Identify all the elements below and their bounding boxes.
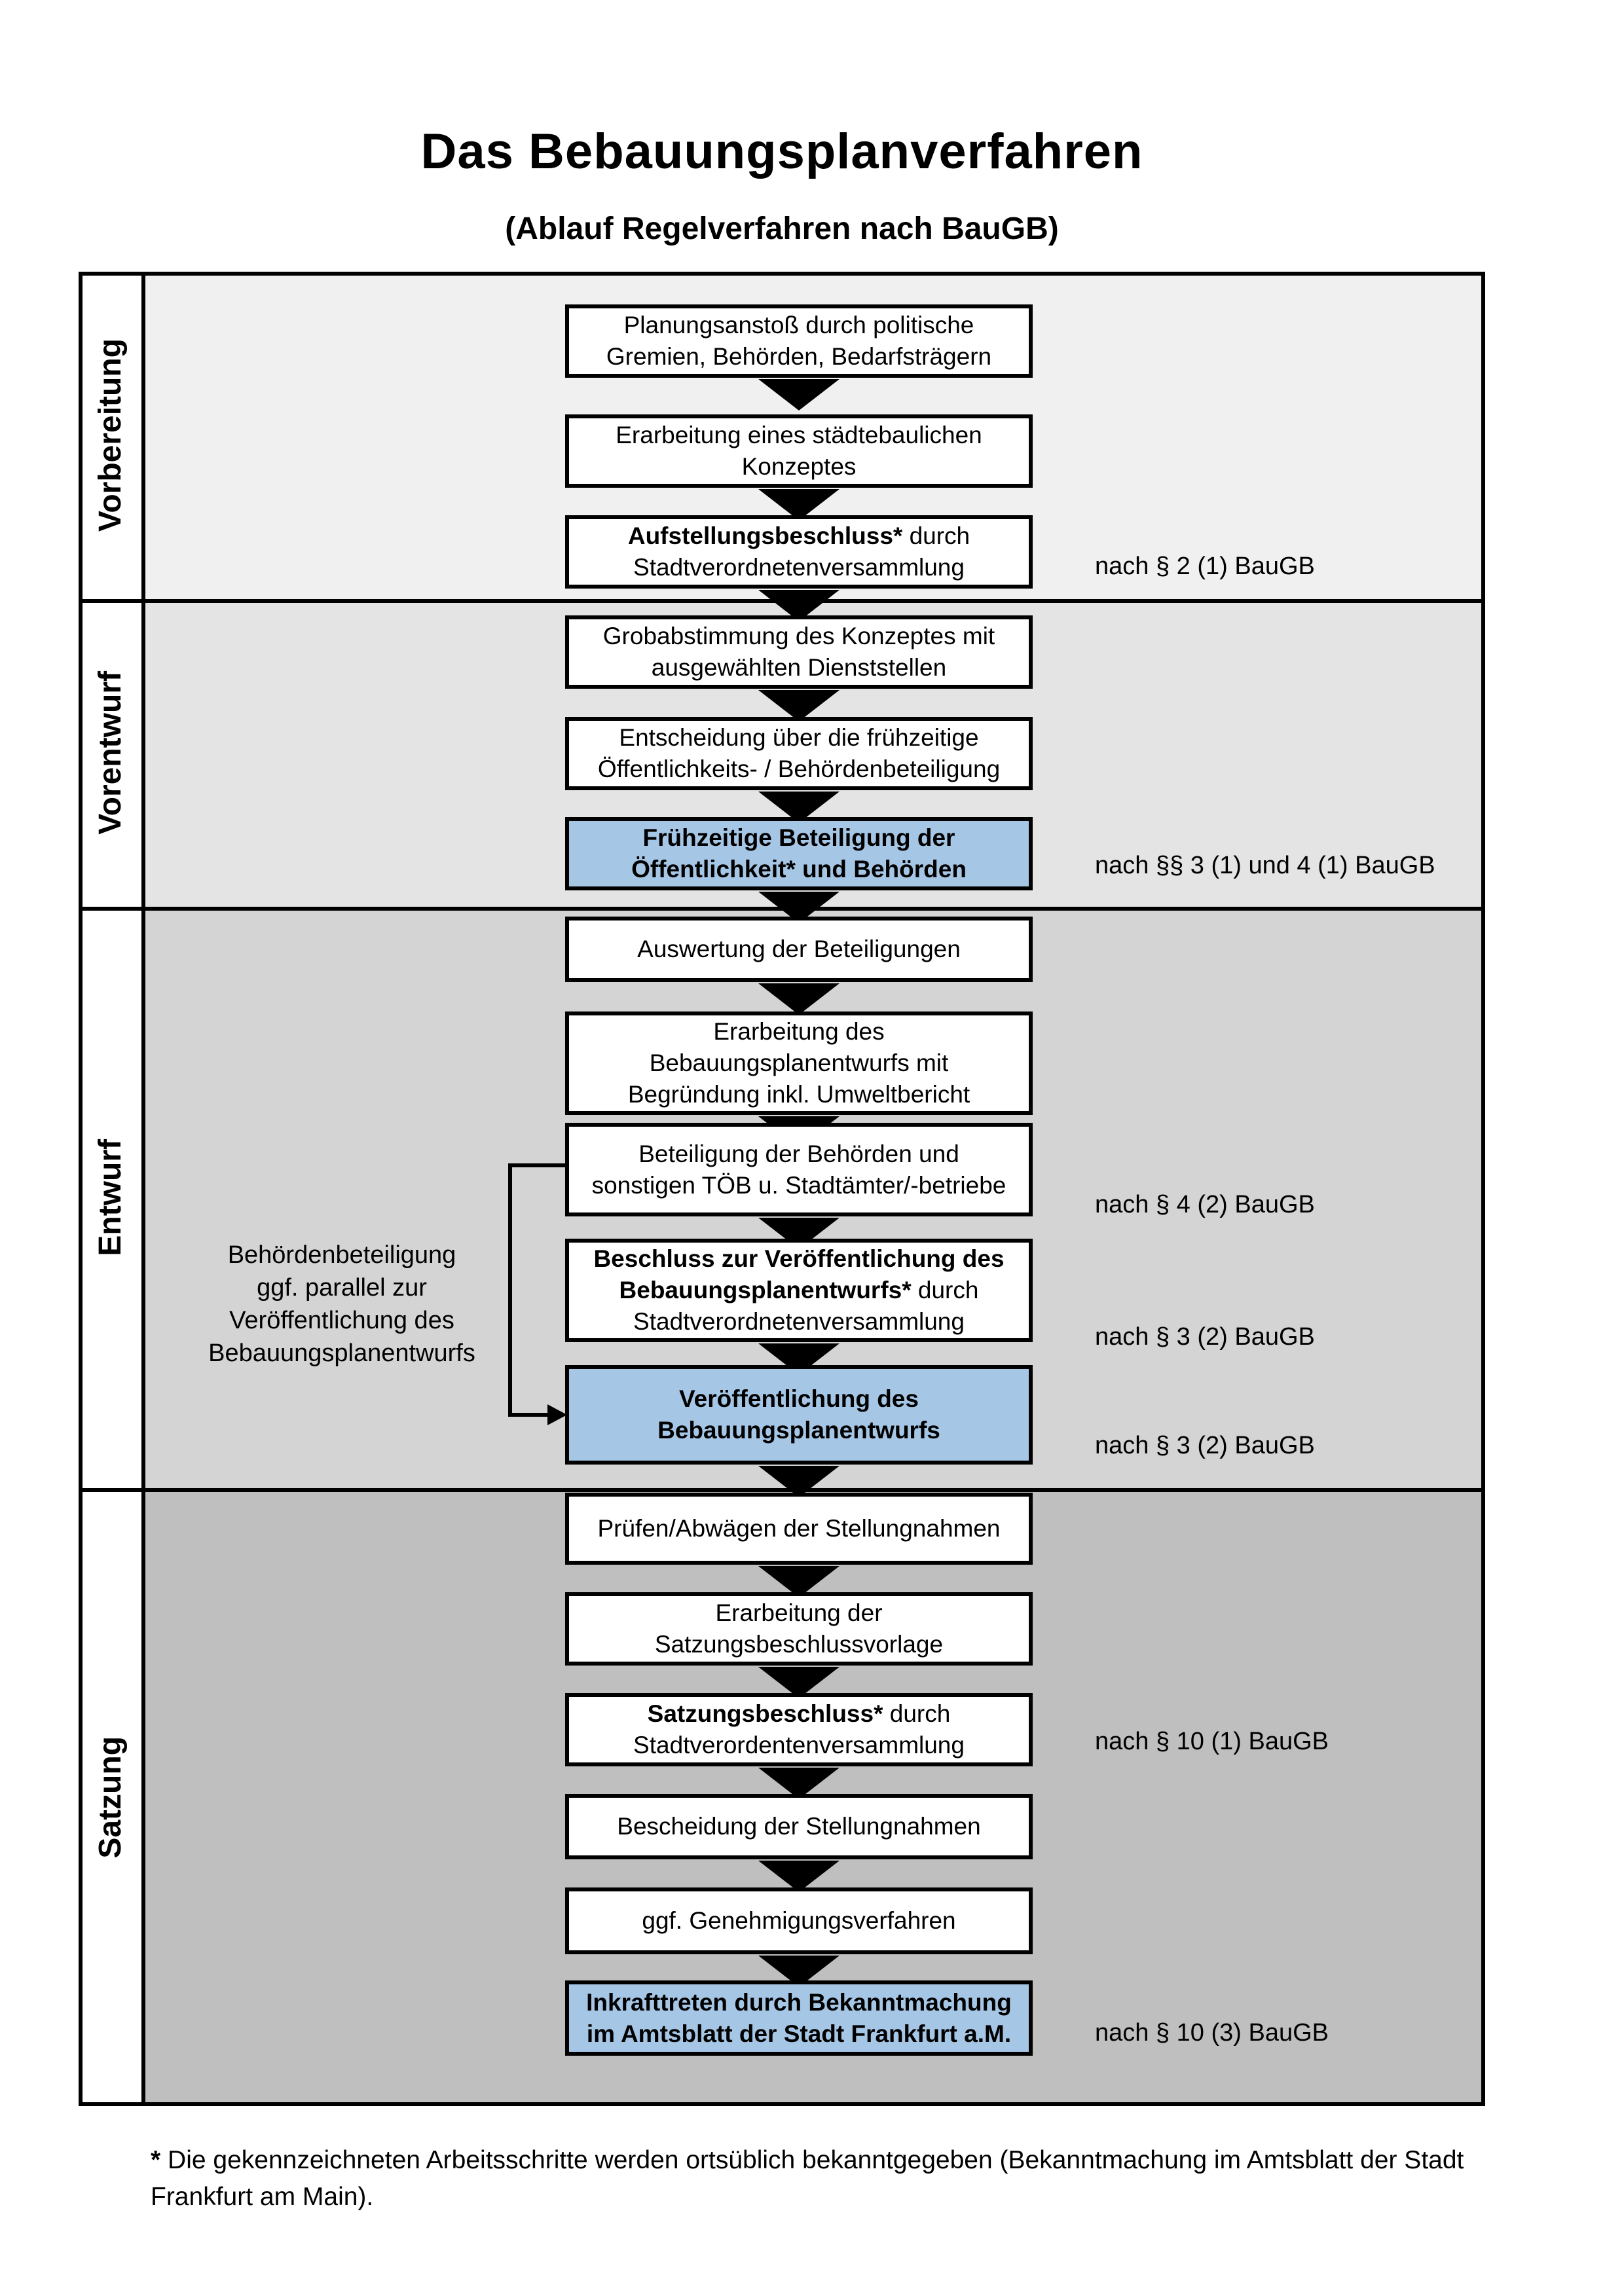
footnote-marker: * bbox=[151, 2146, 161, 2174]
box-entscheidung-beteiligung: Entscheidung über die frühzeitige Öffent… bbox=[565, 717, 1033, 790]
box-satzungsbeschluss: Satzungsbeschluss* durch Stadtverordente… bbox=[565, 1693, 1033, 1766]
phase-cell-satzung bbox=[79, 1488, 141, 2106]
box-erarbeitung-konzept: Erarbeitung eines städtebaulichen Konzep… bbox=[565, 414, 1033, 488]
phase-label-satzung: Satzung bbox=[79, 1488, 141, 2106]
law-reference: nach § 3 (2) BauGB bbox=[1095, 1323, 1315, 1351]
box-text: Veröffentlichung des Bebauungsplanentwur… bbox=[657, 1385, 940, 1444]
box-beschluss-veroeffentlichung: Beschluss zur Veröffentlichung des Bebau… bbox=[565, 1239, 1033, 1342]
box-erarbeitung-bebauungsplanentwurf: Erarbeitung des Bebauungsplanentwurfs mi… bbox=[565, 1011, 1033, 1115]
box-erarbeitung-satzungsbeschlussvorlage: Erarbeitung der Satzungsbeschlussvorlage bbox=[565, 1592, 1033, 1666]
box-text: Frühzeitige Beteiligung der Öffentlichke… bbox=[631, 824, 967, 883]
phase-cell-entwurf bbox=[79, 907, 141, 1488]
parallel-annotation: Behördenbeteiligung ggf. parallel zur Ve… bbox=[208, 1241, 475, 1367]
phase-label-entwurf: Entwurf bbox=[79, 907, 141, 1488]
law-reference: nach § 10 (1) BauGB bbox=[1095, 1728, 1329, 1755]
footnote-text: Die gekennzeichneten Arbeitsschritte wer… bbox=[151, 2146, 1464, 2211]
footnote: * Die gekennzeichneten Arbeitsschritte w… bbox=[151, 2142, 1506, 2215]
box-behoerdenbeteiligung-toeb: Beteiligung der Behörden und sonstigen T… bbox=[565, 1123, 1033, 1216]
box-text: Inkrafttreten durch Bekanntmachung im Am… bbox=[586, 1988, 1012, 2047]
box-aufstellungsbeschluss: Aufstellungsbeschluss* durch Stadtverord… bbox=[565, 515, 1033, 589]
label-column-divider bbox=[141, 272, 145, 2106]
box-text: ggf. Genehmigungsverfahren bbox=[642, 1907, 956, 1934]
box-text: Beteiligung der Behörden und sonstigen T… bbox=[591, 1140, 1006, 1199]
down-arrow-icon bbox=[758, 379, 840, 410]
box-text: Grobabstimmung des Konzeptes mit ausgewä… bbox=[602, 623, 995, 681]
down-arrow-icon bbox=[758, 1466, 840, 1497]
box-text: Planungsanstoß durch politische Gremien,… bbox=[606, 312, 992, 370]
phase-cell-vorbereitung bbox=[79, 272, 141, 599]
box-text: Erarbeitung eines städtebaulichen Konzep… bbox=[616, 422, 982, 480]
phase-label-vorbereitung: Vorbereitung bbox=[79, 272, 141, 599]
phase-label-text: Satzung bbox=[92, 1736, 128, 1859]
box-veroeffentlichung-entwurf: Veröffentlichung des Bebauungsplanentwur… bbox=[565, 1365, 1033, 1465]
box-auswertung-beteiligungen: Auswertung der Beteiligungen bbox=[565, 917, 1033, 982]
phase-label-text: Vorentwurf bbox=[92, 671, 128, 835]
phase-label-text: Entwurf bbox=[92, 1139, 128, 1256]
box-text: Prüfen/Abwägen der Stellungnahmen bbox=[597, 1515, 1001, 1542]
box-text: Beschluss zur Veröffentlichung des Bebau… bbox=[593, 1245, 1005, 1335]
law-reference: nach § 10 (3) BauGB bbox=[1095, 2019, 1329, 2047]
law-reference: nach §§ 3 (1) und 4 (1) BauGB bbox=[1095, 852, 1435, 879]
box-bescheidung-stellungnahmen: Bescheidung der Stellungnahmen bbox=[565, 1794, 1033, 1859]
box-text: Bescheidung der Stellungnahmen bbox=[617, 1813, 981, 1840]
box-planungsanstoss: Planungsanstoß durch politische Gremien,… bbox=[565, 304, 1033, 378]
law-reference: nach § 2 (1) BauGB bbox=[1095, 553, 1315, 580]
phase-cell-vorentwurf bbox=[79, 599, 141, 907]
box-text: Erarbeitung des Bebauungsplanentwurfs mi… bbox=[627, 1018, 970, 1108]
box-inkrafttreten: Inkrafttreten durch Bekanntmachung im Am… bbox=[565, 1980, 1033, 2056]
law-reference: nach § 4 (2) BauGB bbox=[1095, 1191, 1315, 1218]
box-pruefen-abwaegen: Prüfen/Abwägen der Stellungnahmen bbox=[565, 1493, 1033, 1565]
page-subtitle: (Ablauf Regelverfahren nach BauGB) bbox=[505, 211, 1059, 246]
page-title: Das Bebauungsplanverfahren bbox=[420, 124, 1143, 179]
down-arrow-icon bbox=[758, 1861, 840, 1892]
phase-label-text: Vorbereitung bbox=[92, 338, 128, 532]
box-fruehzeitige-beteiligung: Frühzeitige Beteiligung der Öffentlichke… bbox=[565, 817, 1033, 890]
down-arrow-icon bbox=[758, 983, 840, 1015]
law-reference: nach § 3 (2) BauGB bbox=[1095, 1432, 1315, 1459]
box-text: Entscheidung über die frühzeitige Öffent… bbox=[597, 724, 1001, 782]
box-grobabstimmung: Grobabstimmung des Konzeptes mit ausgewä… bbox=[565, 615, 1033, 689]
box-text: Auswertung der Beteiligungen bbox=[637, 936, 961, 962]
box-text: Aufstellungsbeschluss* durch Stadtverord… bbox=[627, 522, 970, 581]
down-arrow-icon bbox=[758, 690, 840, 721]
phase-label-vorentwurf: Vorentwurf bbox=[79, 599, 141, 907]
box-text: Erarbeitung der Satzungsbeschlussvorlage bbox=[654, 1599, 944, 1658]
box-genehmigungsverfahren: ggf. Genehmigungsverfahren bbox=[565, 1887, 1033, 1954]
box-text: Satzungsbeschluss* durch Stadtverordente… bbox=[633, 1700, 965, 1758]
